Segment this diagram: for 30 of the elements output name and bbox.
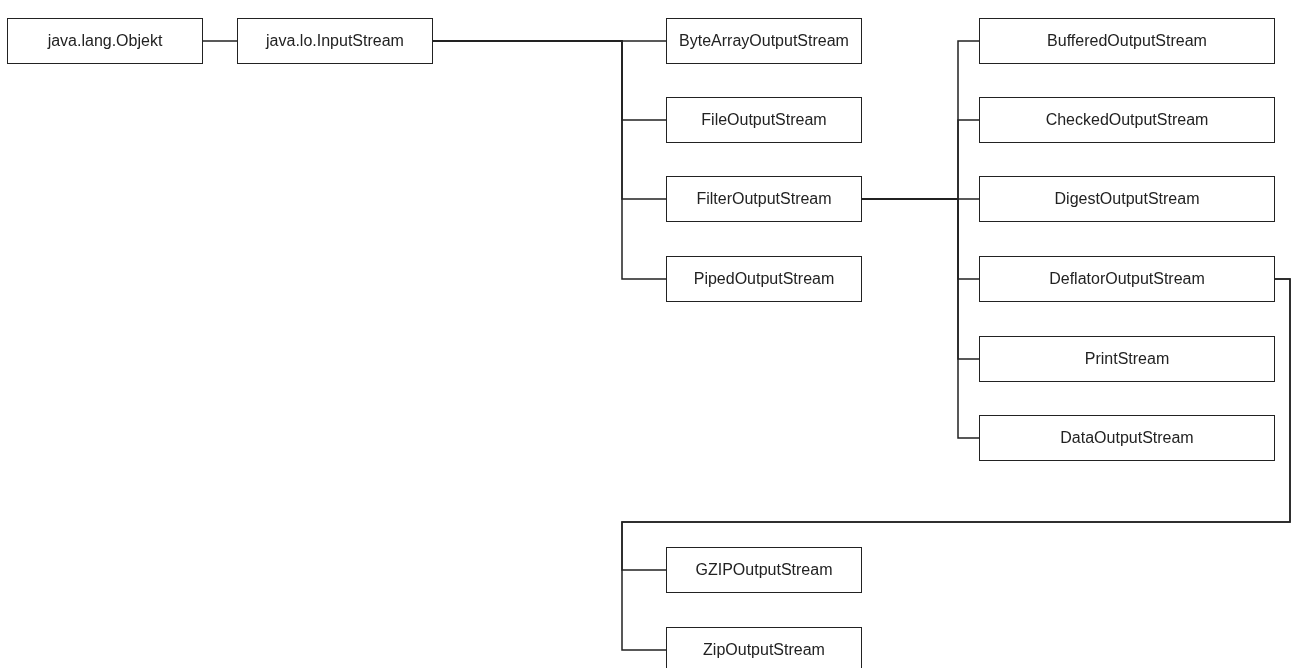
class-name: ZipOutputStream — [703, 641, 825, 659]
class-box — [237, 18, 433, 64]
class-name: DataOutputStream — [1060, 429, 1194, 447]
class-name: CheckedOutputStream — [1045, 111, 1209, 129]
class-name: FileOutputStream — [701, 111, 827, 129]
class-name: BufferedOutputStream — [1047, 32, 1207, 50]
class-name: DeflatorOutputStream — [1049, 270, 1205, 288]
class-name: java.lang.Objekt — [47, 32, 163, 50]
class-box — [979, 336, 1275, 382]
class-box — [666, 176, 862, 222]
class-name: GZIPOutputStream — [695, 561, 833, 579]
class-box — [666, 18, 862, 64]
class-name: DigestOutputStream — [1054, 190, 1200, 208]
class-name: FilterOutputStream — [696, 190, 832, 208]
class-box — [979, 256, 1275, 302]
class-box — [7, 18, 203, 64]
connector-line — [202, 40, 238, 42]
class-box — [979, 18, 1275, 64]
class-name: PrintStream — [1084, 350, 1170, 368]
class-box — [666, 97, 862, 143]
connector-line — [621, 278, 1291, 651]
class-box — [979, 415, 1275, 461]
class-box — [666, 627, 862, 668]
class-name: ByteArrayOutputStream — [679, 32, 849, 50]
class-box — [666, 256, 862, 302]
class-box — [979, 97, 1275, 143]
class-box — [979, 176, 1275, 222]
class-box — [666, 547, 862, 593]
class-name: PipedOutputStream — [693, 270, 835, 288]
class-name: java.lo.InputStream — [266, 32, 404, 50]
